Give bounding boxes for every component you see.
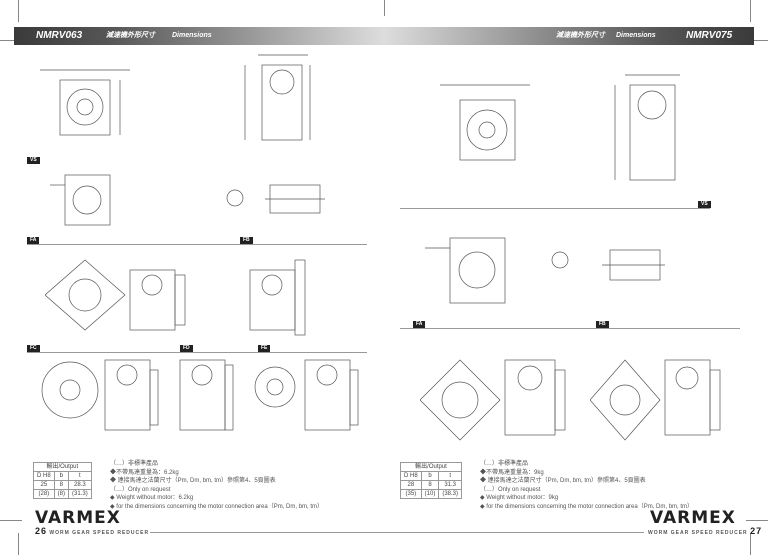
cell: (28): [33, 489, 55, 499]
crop-mark: [0, 40, 22, 41]
col-header: t: [68, 471, 92, 481]
output-table-caption: 輸出/Output: [399, 462, 463, 472]
section-label-fe: FE: [258, 345, 271, 352]
drawing-fa: [45, 259, 186, 331]
title-cn: 減速機外形尺寸: [556, 32, 605, 39]
cell: (10): [420, 489, 440, 499]
footer-rule: [384, 532, 644, 533]
footer-text: WORM GEAR SPEED REDUCER: [648, 530, 748, 536]
footer: WORM GEAR SPEED REDUCER 27: [648, 526, 762, 536]
drawing-fa-top: [425, 237, 506, 304]
section-label-fd: FD: [180, 345, 193, 352]
note: （…）非標準產品: [480, 461, 529, 467]
drawing-fe: [254, 359, 359, 431]
crop-mark: [746, 40, 768, 41]
drawing-fb: [590, 359, 721, 441]
col-header: b: [420, 471, 440, 481]
drawing-vs-front: [40, 69, 130, 136]
col-header: D H8: [33, 471, 55, 481]
drawing-fd: [179, 359, 234, 431]
section-label-fb: FB: [596, 321, 609, 328]
note: ◆不帶馬達重量為：9kg: [480, 469, 544, 476]
title-en: Dimensions: [172, 32, 212, 39]
crop-mark: [750, 533, 751, 555]
page-number: 26: [35, 526, 48, 536]
drawing-shaft: [226, 184, 325, 214]
cell: (35): [400, 489, 422, 499]
notes: （…）非標準產品 ◆不帶馬達重量為：6.2kg ◆ 連接馬達之法蘭尺寸（Pm, …: [110, 460, 323, 511]
model-name: NMRV075: [686, 30, 733, 41]
cell: 28.3: [68, 480, 92, 490]
cell: (31.3): [68, 489, 92, 499]
drawing-shaft: [551, 249, 665, 281]
note: （…）Only on request: [110, 486, 171, 493]
note: ◆ Weight without motor：6.2kg: [110, 495, 194, 501]
crop-mark: [18, 533, 19, 555]
footer-rule: [150, 532, 384, 533]
center-crop-mark: [384, 0, 385, 16]
cell: (8): [53, 489, 70, 499]
note: ◆ 連接馬達之法蘭尺寸（Pm, Dm, bm, tm）參照第4、5頁圖表: [480, 478, 646, 484]
drawing-fa: [420, 359, 566, 441]
divider: [27, 352, 367, 353]
col-header: D H8: [400, 471, 422, 481]
section-label-fa: FA: [413, 321, 426, 328]
section-label-fb: FB: [240, 237, 253, 244]
divider: [400, 328, 740, 329]
cell: 8: [420, 480, 440, 490]
output-table-caption: 輸出/Output: [33, 462, 92, 472]
page-number: 27: [750, 526, 763, 536]
model-name: NMRV063: [36, 30, 83, 41]
section-label-vs: VS: [698, 201, 711, 208]
cell: 8: [53, 480, 70, 490]
section-label-vs: VS: [27, 157, 40, 164]
note: （…）非標準產品: [110, 461, 159, 467]
cell: 31.3: [438, 480, 463, 490]
drawing-vs-side: [614, 74, 680, 181]
divider: [27, 244, 367, 245]
crop-mark: [750, 0, 751, 22]
table-row: (35)(10)(38.3): [400, 489, 463, 499]
table-row: (28)(8)(31.3): [33, 489, 92, 499]
title-cn: 減速機外形尺寸: [106, 32, 155, 39]
logo: VARMEX: [650, 508, 736, 528]
drawing-vs-side: [244, 54, 311, 141]
footer: 26 WORM GEAR SPEED REDUCER: [35, 526, 149, 536]
drawing-fb: [249, 259, 306, 336]
drawing-vs-front: [440, 84, 530, 161]
cell: 28: [400, 480, 422, 490]
note: ◆ Weight without motor：9kg: [480, 495, 559, 501]
cell: (38.3): [438, 489, 463, 499]
cell: 25: [33, 480, 55, 490]
section-label-fc: FC: [27, 345, 40, 352]
drawing-fc: [41, 359, 159, 431]
divider: [400, 208, 710, 209]
logo: VARMEX: [35, 508, 121, 528]
crop-mark: [18, 0, 19, 22]
header-bar-left: NMRV063 減速機外形尺寸 Dimensions: [14, 27, 384, 45]
crop-mark: [746, 520, 768, 521]
note: ◆ for the dimensions concerning the moto…: [110, 503, 324, 510]
col-header: t: [438, 471, 463, 481]
note: ◆不帶馬達重量為：6.2kg: [110, 469, 179, 476]
drawing-vs-detail: [50, 174, 111, 226]
section-label-fa: FA: [27, 237, 40, 244]
header-bar-right: 減速機外形尺寸 Dimensions NMRV075: [384, 27, 754, 45]
footer-text: WORM GEAR SPEED REDUCER: [49, 530, 150, 536]
note: （…）Only on request: [480, 486, 541, 493]
notes: （…）非標準產品 ◆不帶馬達重量為：9kg ◆ 連接馬達之法蘭尺寸（Pm, Dm…: [480, 460, 693, 511]
col-header: b: [53, 471, 70, 481]
crop-mark: [0, 520, 22, 521]
note: ◆ for the dimensions concerning the moto…: [480, 503, 694, 510]
note: ◆ 連接馬達之法蘭尺寸（Pm, Dm, bm, tm）參照第4、5頁圖表: [110, 478, 276, 484]
title-en: Dimensions: [616, 32, 656, 39]
